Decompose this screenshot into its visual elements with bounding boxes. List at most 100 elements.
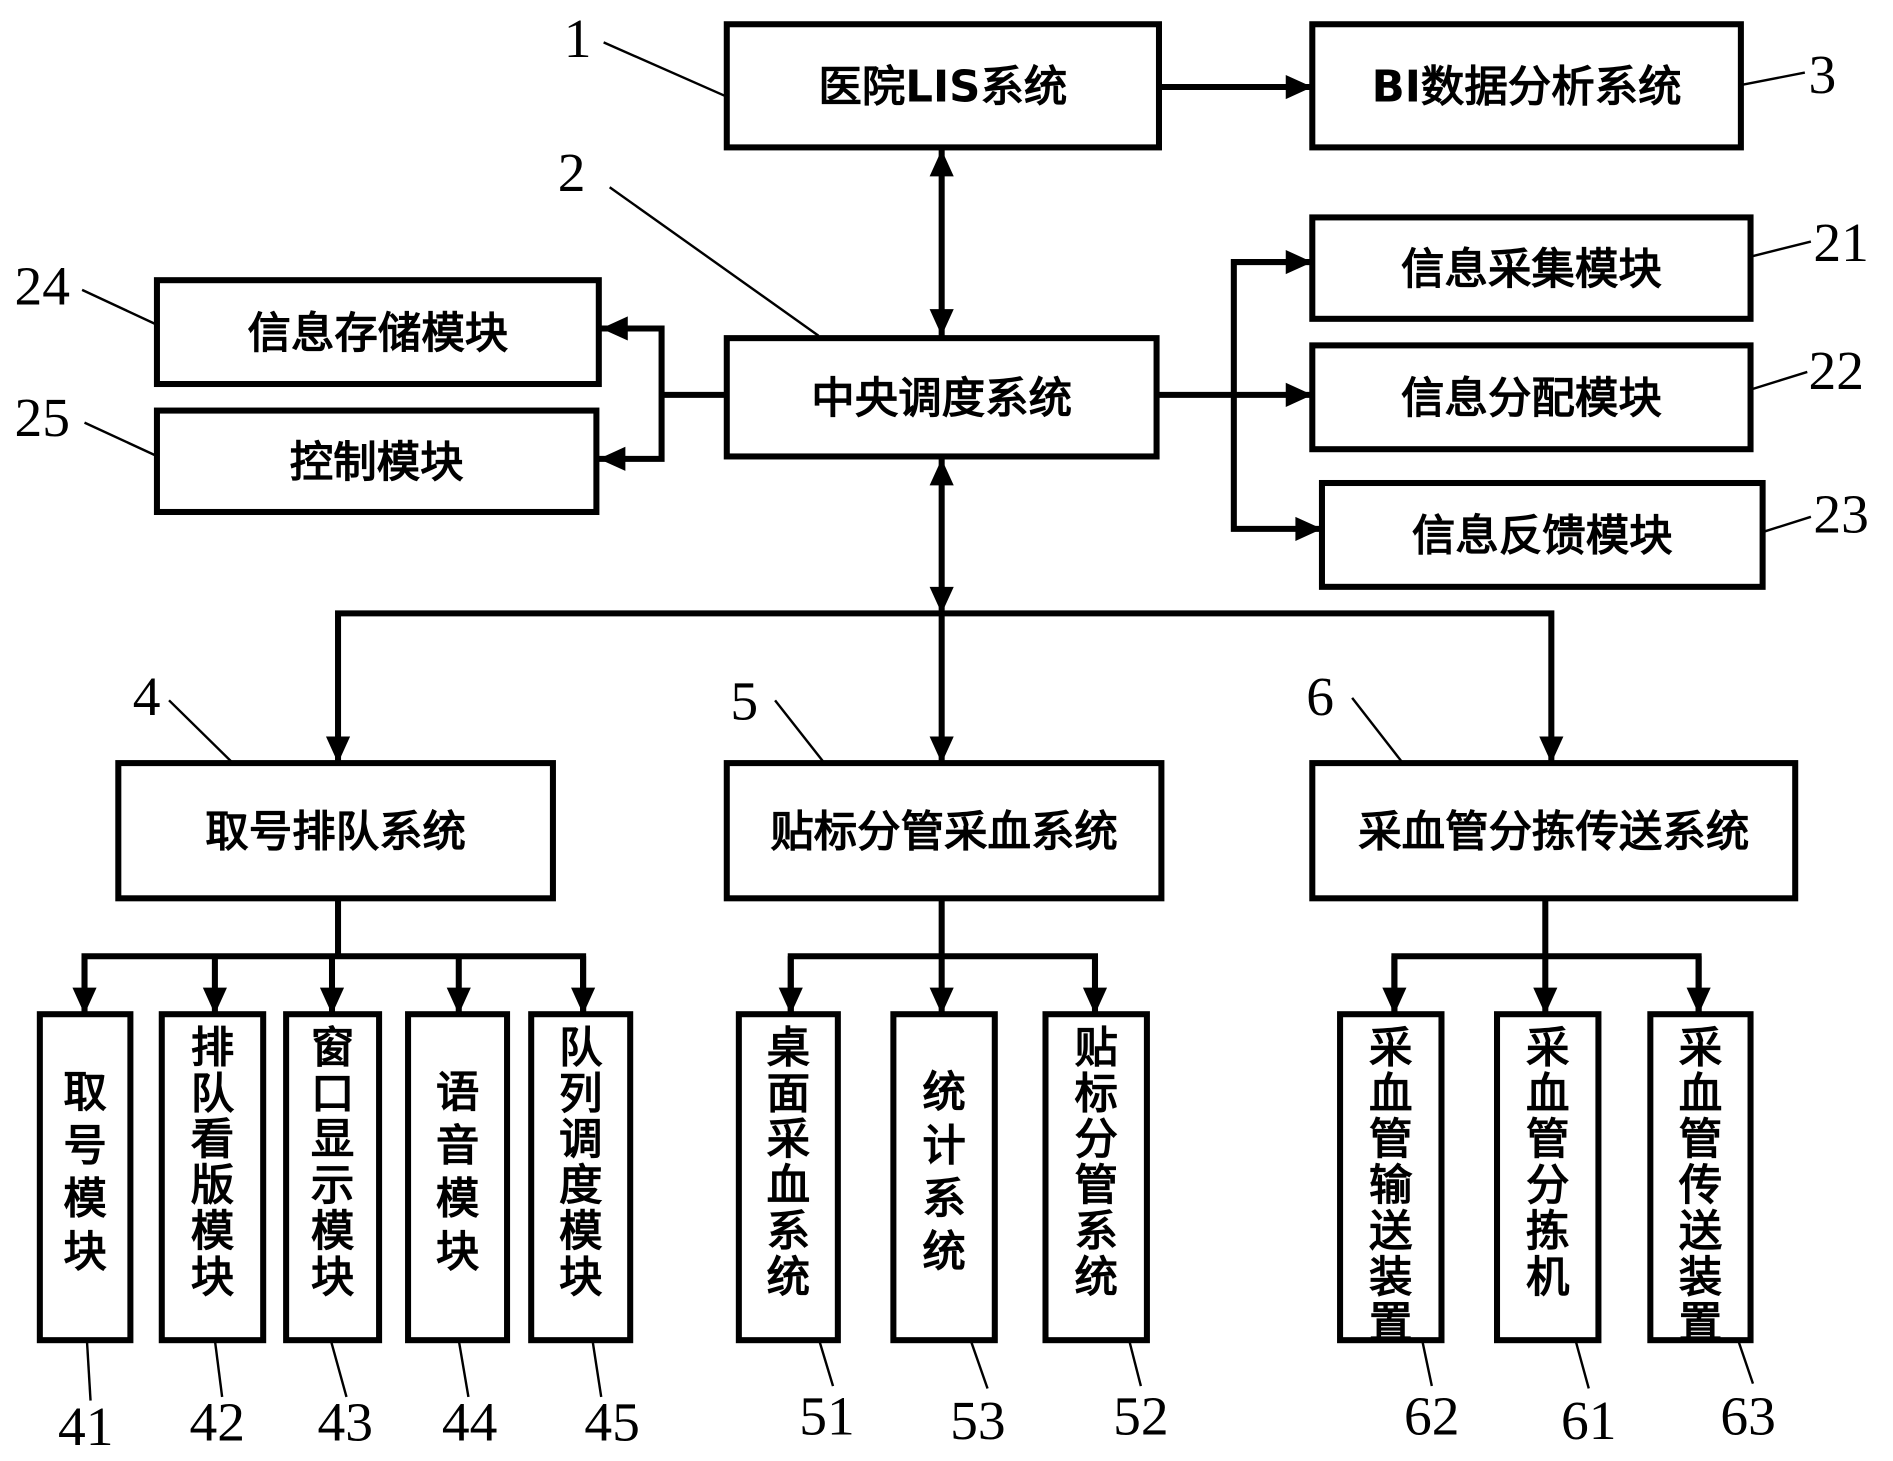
box-lis[interactable]: 医院LIS系统 xyxy=(723,21,1162,151)
ref-numeral-53: 53 xyxy=(950,1391,1006,1452)
box-queue-43[interactable]: 窗口显示模块 xyxy=(283,1011,383,1344)
leader-23 xyxy=(1764,515,1812,533)
ref-numeral-25: 25 xyxy=(14,388,70,449)
ref-numeral-62: 62 xyxy=(1404,1386,1460,1447)
box-label: BI数据分析系统 xyxy=(1372,63,1682,113)
box-info-feedback[interactable]: 信息反馈模块 xyxy=(1318,479,1766,590)
ref-numeral-45: 45 xyxy=(584,1392,640,1453)
leader-62 xyxy=(1420,1339,1434,1387)
ref-numeral-24: 24 xyxy=(14,256,70,317)
box-frame xyxy=(405,1011,511,1344)
box-sorting-62[interactable]: 采血管输送装置 xyxy=(1337,1011,1445,1349)
box-frame xyxy=(1042,1011,1150,1344)
box-frame xyxy=(153,277,602,388)
box-label: 信息存储模块 xyxy=(248,309,509,359)
box-labeling-53[interactable]: 统计系统 xyxy=(890,1011,998,1344)
box-label-vertical: 采血管输送装置 xyxy=(1369,1023,1413,1348)
box-labeling[interactable]: 贴标分管采血系统 xyxy=(723,760,1165,902)
leader-1 xyxy=(603,41,728,98)
box-bi[interactable]: BI数据分析系统 xyxy=(1309,21,1744,151)
box-sorting-61[interactable]: 采血管分拣机 xyxy=(1493,1011,1602,1344)
arrowhead-icon xyxy=(778,987,803,1015)
box-frame xyxy=(1647,1011,1754,1344)
box-frame xyxy=(1493,1011,1602,1344)
ref-numeral-63: 63 xyxy=(1720,1386,1776,1447)
leader-2 xyxy=(608,186,820,337)
box-queue-41[interactable]: 取号模块 xyxy=(36,1011,134,1344)
arrowhead-icon xyxy=(929,586,954,614)
arrowhead-icon xyxy=(1382,987,1407,1015)
leader-22 xyxy=(1752,370,1808,390)
box-label-vertical: 贴标分管系统 xyxy=(1074,1023,1117,1302)
box-frame xyxy=(153,407,600,516)
box-central[interactable]: 中央调度系统 xyxy=(723,335,1160,460)
box-queue[interactable]: 取号排队系统 xyxy=(115,760,556,902)
leader-5 xyxy=(774,699,830,769)
leader-44 xyxy=(457,1339,470,1398)
box-label-vertical: 语音模块 xyxy=(436,1068,480,1277)
box-control[interactable]: 控制模块 xyxy=(153,407,600,516)
box-label: 取号排队系统 xyxy=(205,807,466,857)
box-label-vertical: 桌面采血系统 xyxy=(767,1023,811,1302)
ref-numeral-41: 41 xyxy=(58,1397,114,1458)
box-sorting-63[interactable]: 采血管传送装置 xyxy=(1647,1011,1754,1349)
arrowhead-icon xyxy=(1533,987,1558,1015)
box-info-distribute[interactable]: 信息分配模块 xyxy=(1309,342,1754,453)
leader-43 xyxy=(329,1339,348,1398)
box-frame xyxy=(528,1011,634,1344)
ref-numeral-43: 43 xyxy=(318,1392,374,1453)
box-info-collect[interactable]: 信息采集模块 xyxy=(1309,214,1754,322)
box-frame xyxy=(1309,760,1799,902)
box-queue-42[interactable]: 排队看版模块 xyxy=(158,1011,267,1344)
box-label-vertical: 采血管分拣机 xyxy=(1526,1023,1570,1302)
arrowhead-icon xyxy=(929,987,954,1015)
arrowhead-icon xyxy=(325,736,351,764)
box-label-vertical: 排队看版模块 xyxy=(191,1023,235,1302)
box-sorting[interactable]: 采血管分拣传送系统 xyxy=(1309,760,1799,902)
box-frame xyxy=(36,1011,134,1344)
edge-right-branch xyxy=(1230,259,1320,532)
box-frame xyxy=(1318,479,1766,590)
arrowhead-icon xyxy=(1295,516,1322,541)
box-labeling-52[interactable]: 贴标分管系统 xyxy=(1042,1011,1150,1344)
arrowhead-icon xyxy=(1082,987,1108,1015)
box-frame xyxy=(735,1011,841,1344)
arrowhead-icon xyxy=(929,736,954,764)
box-frame xyxy=(115,760,556,902)
box-label: 医院LIS系统 xyxy=(818,63,1067,113)
ref-numeral-61: 61 xyxy=(1561,1391,1617,1452)
leader-3 xyxy=(1743,71,1806,86)
leader-4 xyxy=(168,699,240,770)
ref-numeral-52: 52 xyxy=(1113,1386,1169,1447)
leader-21 xyxy=(1752,240,1812,258)
leader-24 xyxy=(81,288,156,325)
leader-41 xyxy=(85,1340,92,1401)
arrowhead-icon xyxy=(72,987,97,1015)
leader-25 xyxy=(84,421,164,460)
ref-numeral-1: 1 xyxy=(564,9,592,70)
box-frame xyxy=(1309,21,1744,151)
box-label-vertical: 采血管传送装置 xyxy=(1678,1023,1723,1348)
box-label-vertical: 统计系统 xyxy=(922,1068,965,1277)
box-info-storage[interactable]: 信息存储模块 xyxy=(153,277,602,388)
box-frame xyxy=(723,21,1162,151)
arrowhead-icon xyxy=(1686,987,1711,1015)
box-labeling-51[interactable]: 桌面采血系统 xyxy=(735,1011,841,1344)
arrowhead-icon xyxy=(601,316,628,341)
leader-6 xyxy=(1351,697,1404,764)
leader-61 xyxy=(1574,1339,1590,1389)
arrowhead-icon xyxy=(1539,736,1564,764)
arrowhead-icon xyxy=(571,987,596,1015)
box-frame xyxy=(1337,1011,1445,1344)
box-frame xyxy=(1309,342,1754,453)
box-queue-44[interactable]: 语音模块 xyxy=(405,1011,511,1344)
ref-numeral-21: 21 xyxy=(1813,213,1869,274)
box-label: 中央调度系统 xyxy=(811,374,1072,424)
arrowhead-icon xyxy=(598,446,626,471)
ref-numeral-2: 2 xyxy=(558,143,586,204)
edge-left-branch xyxy=(598,325,665,462)
box-queue-45[interactable]: 队列调度模块 xyxy=(528,1011,634,1344)
box-label: 信息采集模块 xyxy=(1401,245,1662,295)
